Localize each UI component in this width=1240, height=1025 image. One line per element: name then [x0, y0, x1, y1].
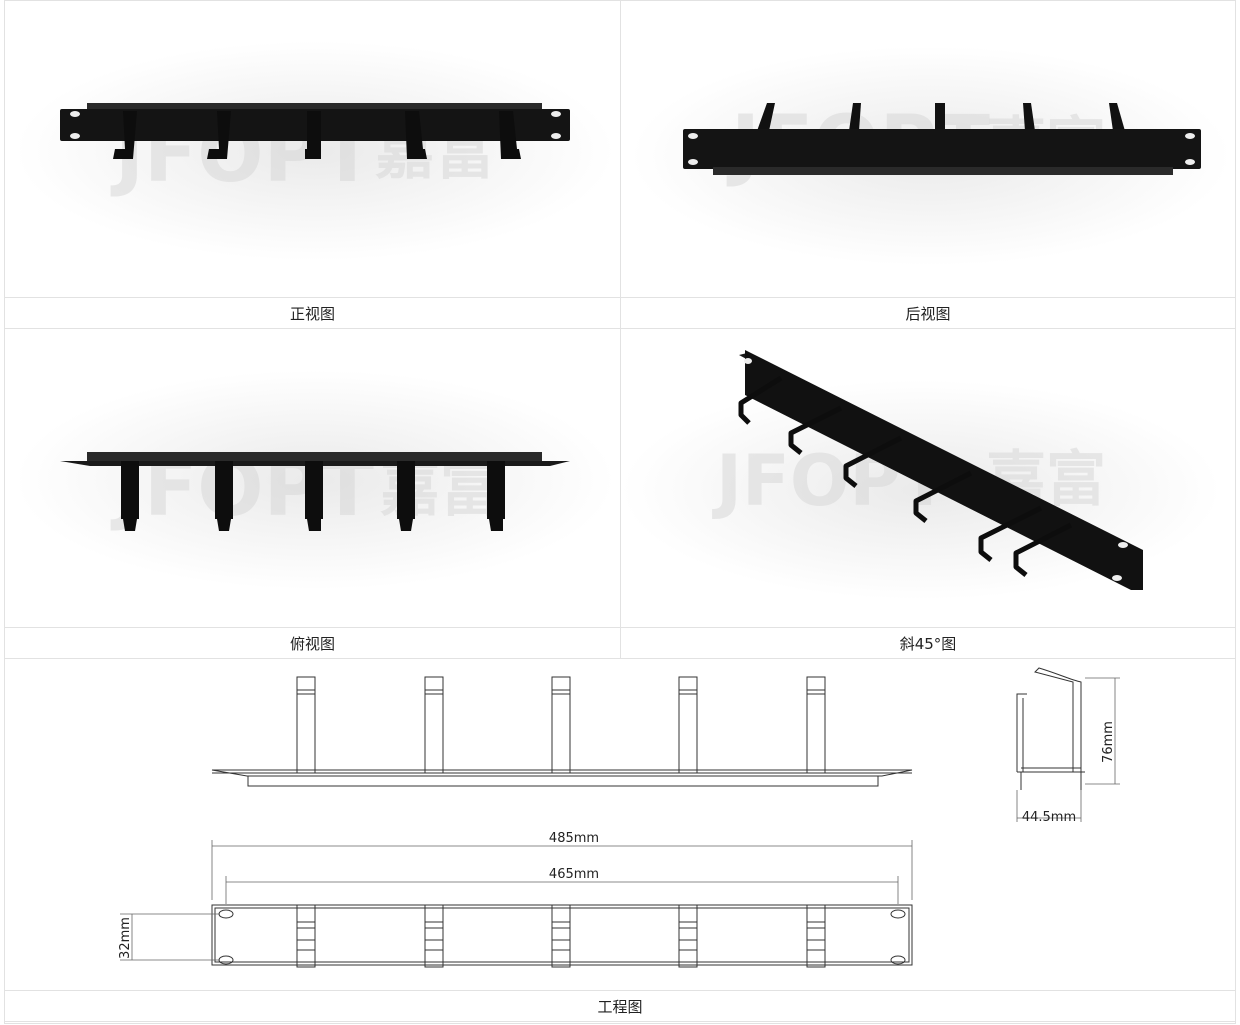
engineering-caption: 工程图 — [5, 990, 1235, 1022]
side-profile-drawing — [211, 676, 913, 787]
front-view-caption: 正视图 — [5, 297, 620, 329]
dimension-mount-width: 465mm — [549, 867, 599, 882]
engineering-drawing-panel: 485mm 465mm 32mm 76mm 44.5mm — [5, 660, 1235, 990]
dimension-overall-width: 485mm — [549, 831, 599, 846]
dimension-ring-height: 76mm — [1101, 721, 1116, 763]
back-view-image: JFOPT 嘉富 — [631, 46, 1231, 266]
top-view-caption: 俯视图 — [5, 627, 620, 659]
top-view-panel: JFOPT 嘉富 — [5, 330, 620, 626]
ring-profile-drawing — [1016, 667, 1085, 790]
top-view-image: JFOPT 嘉富 — [15, 370, 615, 590]
front-face-drawing — [211, 904, 913, 968]
dimension-hole-spacing: 32mm — [118, 917, 133, 959]
angle-view-caption: 斜45°图 — [621, 627, 1235, 659]
image-frame — [4, 0, 1236, 1024]
back-view-panel: JFOPT 嘉富 — [621, 1, 1235, 297]
panel-divider-vertical — [620, 1, 621, 659]
angle-view-image: JFOPT 嘉富 — [621, 350, 1221, 600]
front-view-image: JFOPT 嘉富 — [15, 41, 615, 261]
dimension-rack-height: 44.5mm — [1022, 810, 1076, 825]
back-view-caption: 后视图 — [621, 297, 1235, 329]
front-view-panel: JFOPT 嘉富 — [5, 1, 620, 297]
angle-view-panel: JFOPT 嘉富 — [621, 330, 1235, 626]
engineering-drawing: 485mm 465mm 32mm 76mm 44.5mm — [118, 667, 1120, 968]
